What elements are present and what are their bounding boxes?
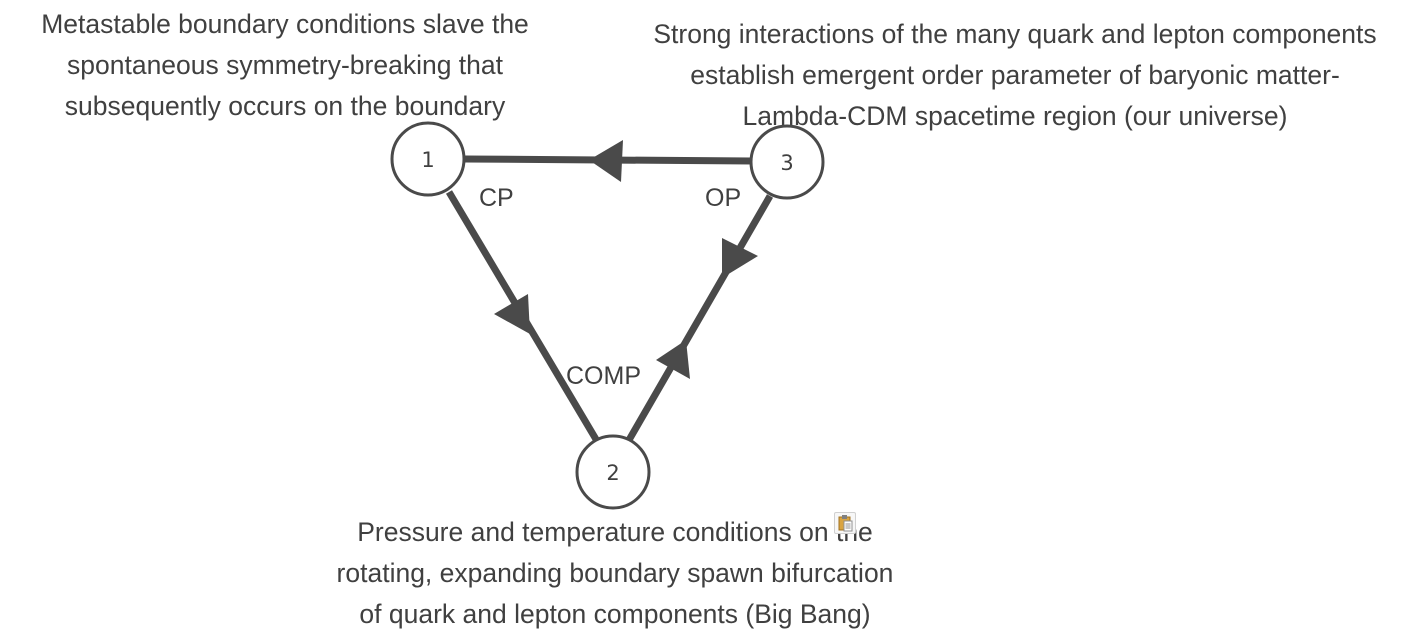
edge-label-op: OP: [705, 184, 741, 212]
node-1-label: 1: [421, 148, 434, 172]
node-2-label: 2: [606, 461, 619, 485]
node-3[interactable]: 3: [749, 124, 825, 200]
node-2[interactable]: 2: [575, 434, 651, 510]
clipboard-paste-icon[interactable]: [834, 512, 856, 534]
caption-line: subsequently occurs on the boundary: [64, 91, 506, 121]
caption-line: Pressure and temperature conditions on t…: [357, 517, 873, 547]
caption-line: Metastable boundary conditions slave the: [41, 9, 529, 39]
caption-line: Strong interactions of the many quark an…: [653, 19, 1377, 49]
caption-line: Lambda-CDM spacetime region (our univers…: [742, 101, 1288, 131]
edge-2-to-3: [625, 194, 774, 442]
node-3-label: 3: [780, 151, 793, 175]
node-2-caption: Pressure and temperature conditions on t…: [295, 512, 935, 635]
caption-line: establish emergent order parameter of ba…: [690, 60, 1340, 90]
node-1-caption: Metastable boundary conditions slave the…: [0, 4, 570, 127]
clipboard-glyph: [838, 515, 853, 532]
edge-label-cp: CP: [479, 184, 514, 212]
caption-line: rotating, expanding boundary spawn bifur…: [336, 558, 894, 588]
arrowhead-1-to-2: [494, 294, 530, 334]
arrowhead-3-to-1: [589, 140, 623, 182]
arrowhead-2-to-3: [656, 340, 690, 379]
node-3-caption: Strong interactions of the many quark an…: [615, 14, 1415, 137]
caption-line: of quark and lepton components (Big Bang…: [359, 599, 871, 629]
edge-label-comp: COMP: [566, 362, 641, 390]
node-1[interactable]: 1: [390, 121, 466, 197]
caption-line: spontaneous symmetry-breaking that: [67, 50, 503, 80]
arrowhead-3-to-2: [722, 238, 758, 278]
